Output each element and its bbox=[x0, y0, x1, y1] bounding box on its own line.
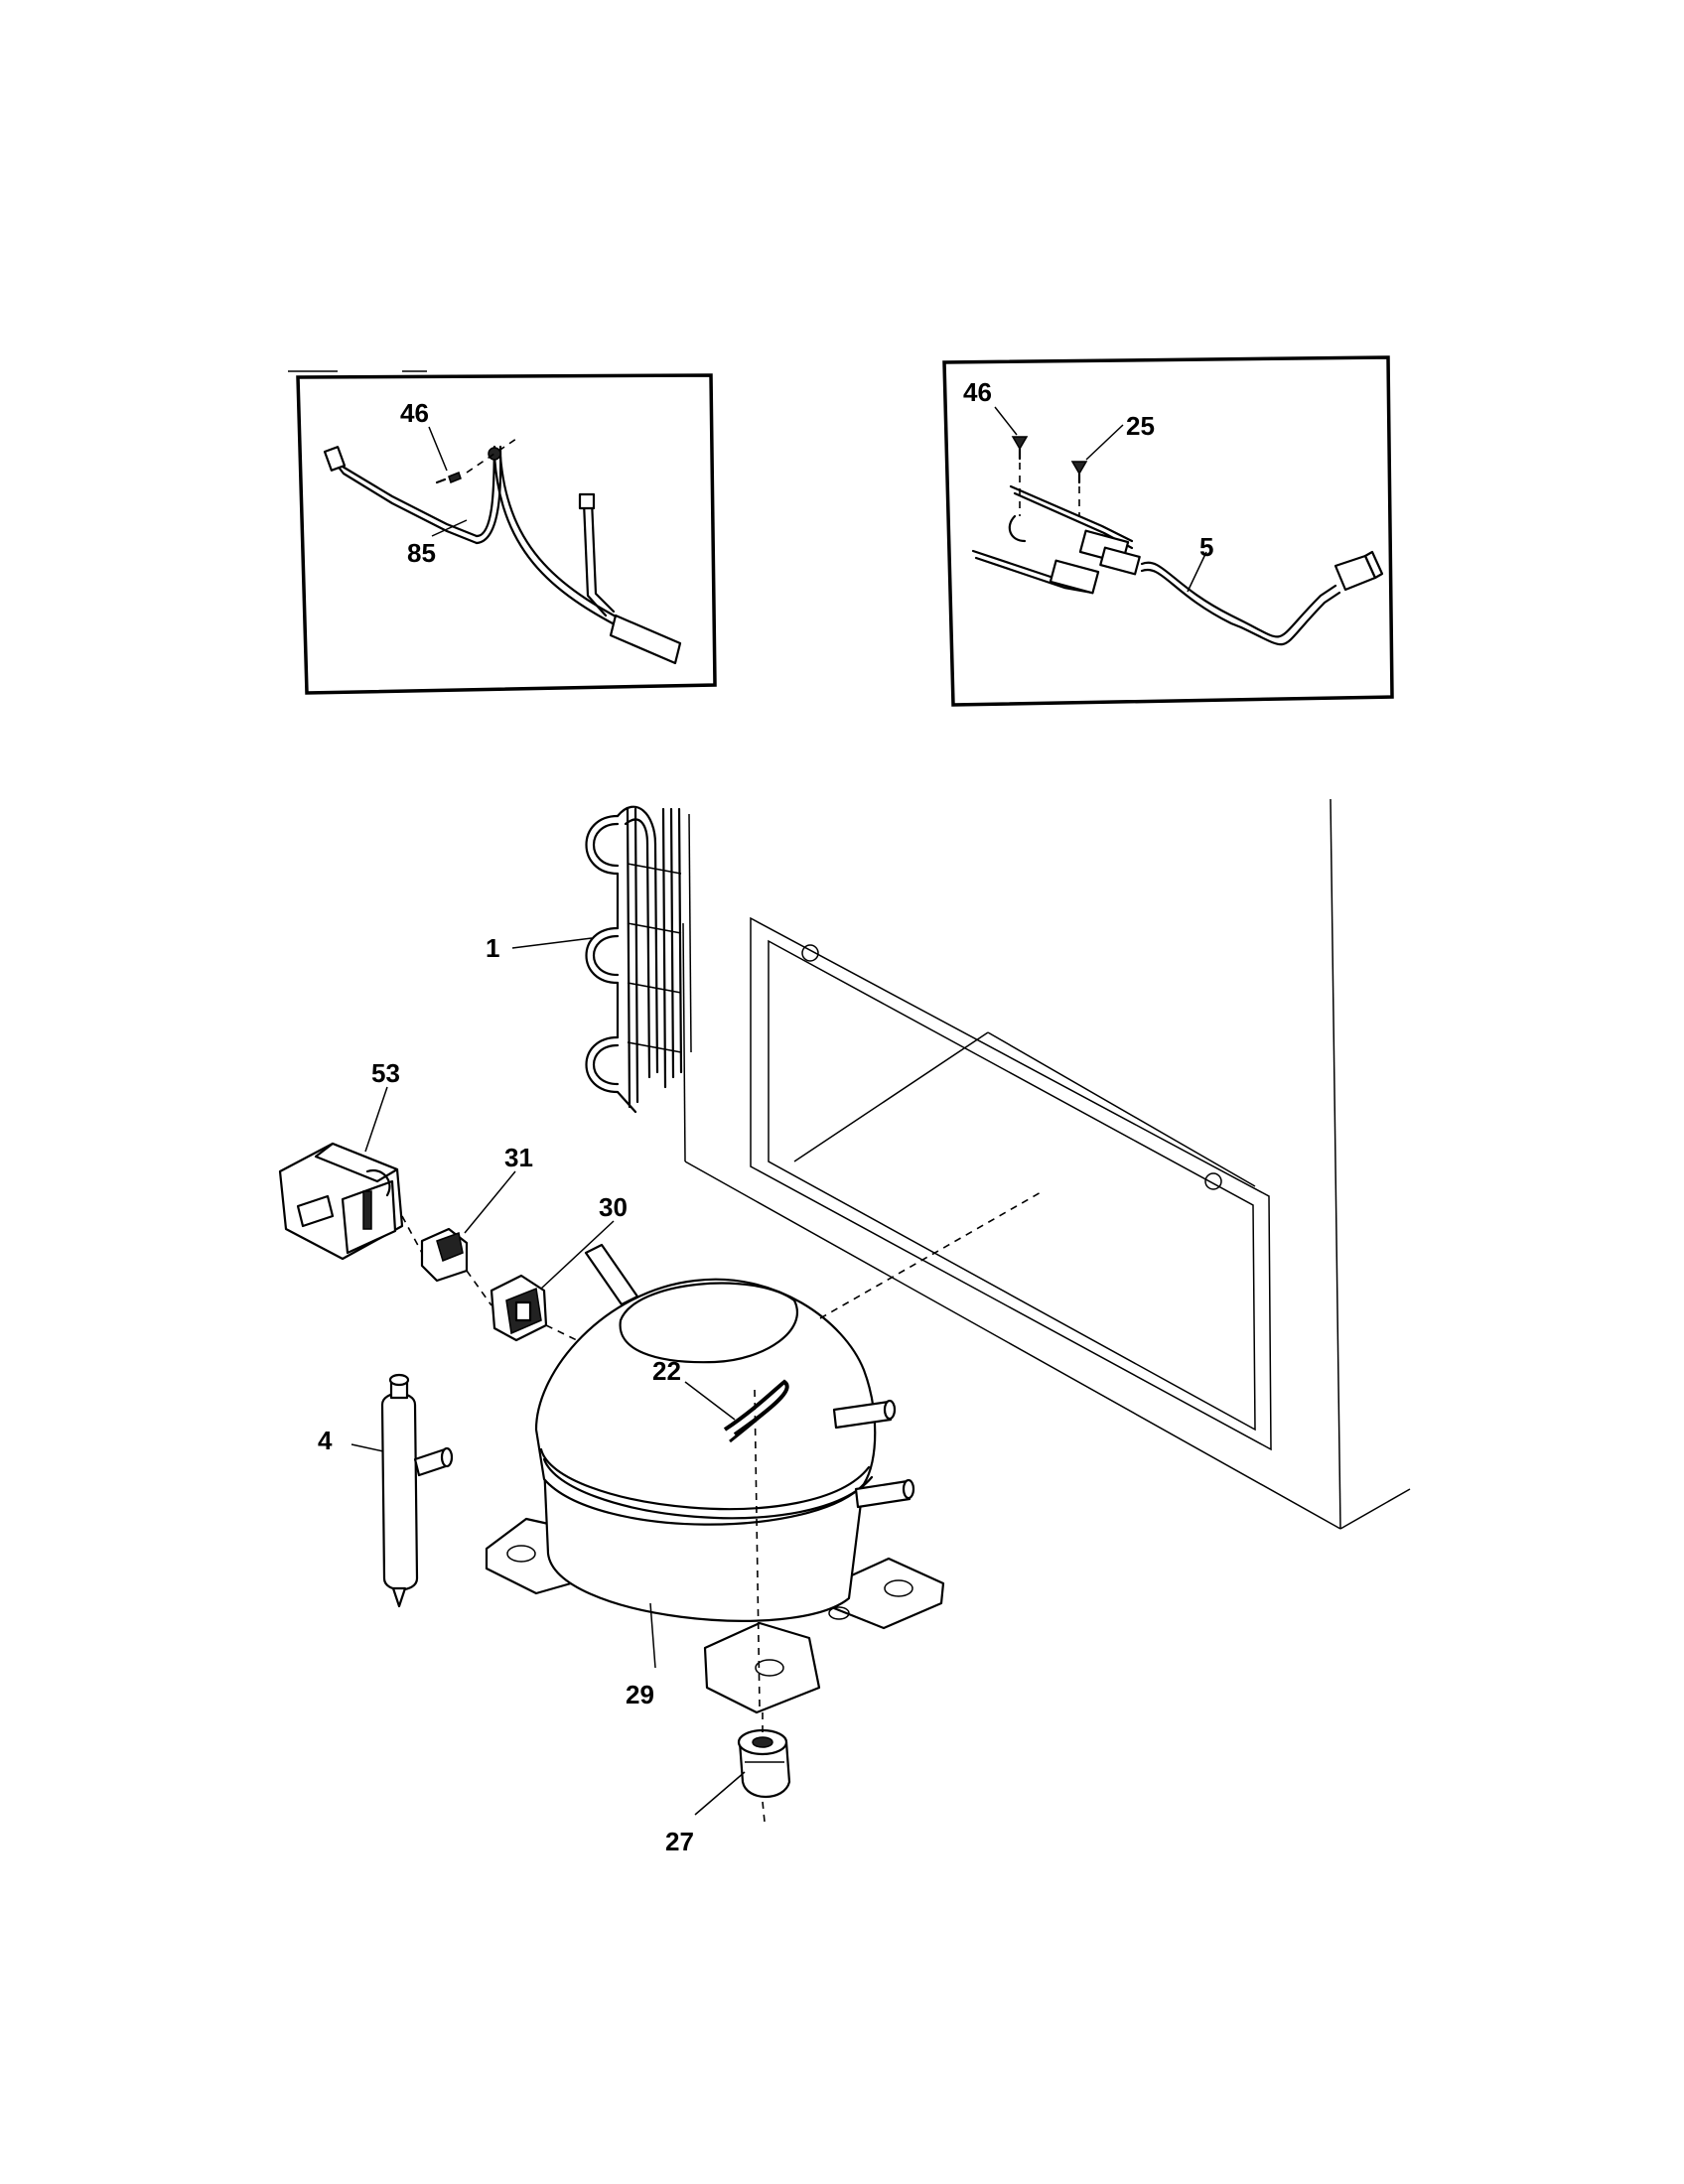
callout-22: 22 bbox=[652, 1356, 681, 1386]
screw-46-left bbox=[435, 472, 462, 484]
callout-29: 29 bbox=[626, 1680, 654, 1709]
callout-53: 53 bbox=[371, 1058, 400, 1088]
callout-5: 5 bbox=[1199, 532, 1213, 562]
cabinet-back bbox=[682, 798, 1411, 1530]
callout-25: 25 bbox=[1126, 411, 1155, 441]
filter-drier-4 bbox=[380, 1373, 454, 1608]
callout-46-right: 46 bbox=[963, 377, 992, 407]
compressor-29 bbox=[485, 1243, 945, 1714]
overload-protector-31 bbox=[420, 1227, 469, 1283]
start-relay-30 bbox=[490, 1274, 548, 1342]
wire-harness-85 bbox=[323, 445, 682, 665]
screw-25 bbox=[1070, 461, 1088, 484]
callout-4: 4 bbox=[318, 1426, 333, 1455]
callout-46-left: 46 bbox=[400, 398, 429, 428]
callout-30: 30 bbox=[599, 1192, 628, 1222]
compartment-opening bbox=[750, 916, 1272, 1451]
condenser-coil-1 bbox=[585, 805, 692, 1114]
inset-panel-harness-85: 46 85 bbox=[288, 370, 717, 695]
wire-clip-22 bbox=[723, 1379, 789, 1443]
screw-46-right bbox=[1011, 436, 1029, 461]
connector-plug bbox=[1333, 550, 1384, 592]
callout-27: 27 bbox=[665, 1827, 694, 1856]
relay-cover-53 bbox=[278, 1142, 404, 1261]
callout-1: 1 bbox=[486, 933, 499, 963]
grommet-27 bbox=[737, 1728, 791, 1798]
wire-harness-5 bbox=[971, 484, 1384, 646]
callout-31: 31 bbox=[504, 1143, 533, 1172]
callout-85: 85 bbox=[407, 538, 436, 568]
inset-panel-harness-5: 46 25 5 bbox=[942, 355, 1394, 707]
